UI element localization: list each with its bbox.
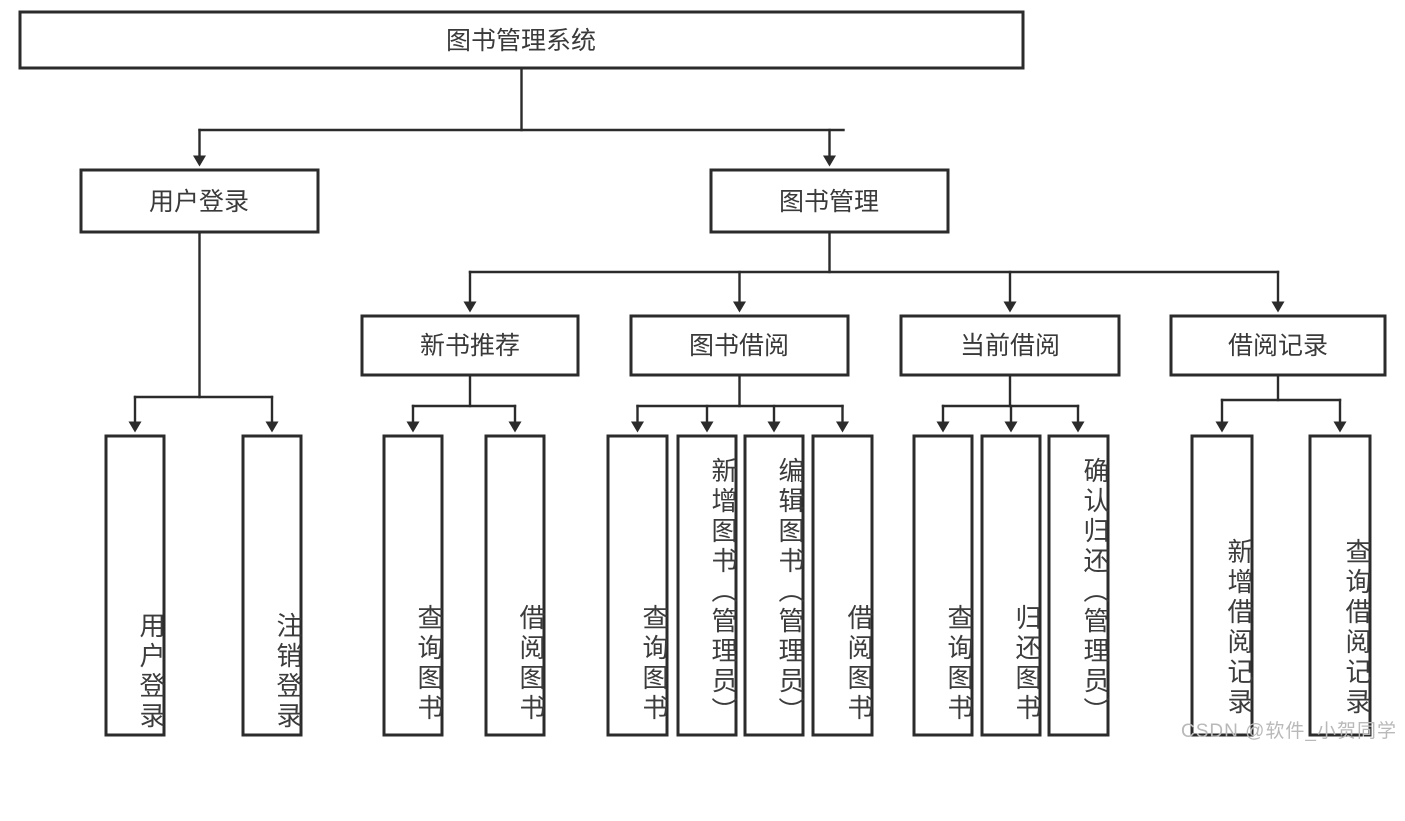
leaf-box-logout[interactable]	[241, 434, 303, 737]
node-user-login-box[interactable]	[79, 168, 320, 234]
leaf-boxes	[104, 434, 1372, 737]
edge-group-recommend-to-leaves	[406, 373, 522, 433]
leaf-box-query-borrow-record[interactable]	[1308, 434, 1372, 737]
leaf-box-borrow-book-recommend[interactable]	[484, 434, 546, 737]
node-current-borrow-label: 当前借阅	[960, 332, 1060, 360]
node-new-book-recommend[interactable]: 新书推荐	[360, 314, 580, 377]
edge-group-bookborrow-to-leaves	[631, 373, 849, 433]
node-root-label: 图书管理系统	[446, 27, 596, 55]
csdn-watermark: CSDN @软件_小贺同学	[1181, 721, 1397, 742]
flowchart-canvas: 图书管理系统 用户登录 图书管理 新书推荐 图书借阅 当前借阅 借阅记录	[18, 10, 1397, 742]
node-book-management-label: 图书管理	[779, 188, 879, 216]
node-book-management-box[interactable]	[709, 168, 950, 234]
node-root-box[interactable]	[18, 10, 1025, 70]
edge-group-currentborrow-to-leaves	[936, 373, 1085, 433]
node-new-book-recommend-label: 新书推荐	[420, 332, 520, 360]
node-new-book-recommend-box[interactable]	[360, 314, 580, 377]
node-root[interactable]: 图书管理系统	[18, 10, 1025, 70]
node-current-borrow[interactable]: 当前借阅	[899, 314, 1121, 377]
leaf-box-query-book-current[interactable]	[912, 434, 974, 737]
leaf-box-query-book-borrow[interactable]	[606, 434, 669, 737]
node-book-borrow-box[interactable]	[629, 314, 850, 377]
node-borrow-records-label: 借阅记录	[1228, 332, 1328, 360]
node-user-login[interactable]: 用户登录	[79, 168, 320, 234]
edge-group-bookmgmt-to-level3	[463, 230, 1285, 313]
edge-group-root-to-level2	[193, 66, 845, 167]
leaf-box-user-login[interactable]	[104, 434, 166, 737]
leaf-box-add-book-admin[interactable]	[676, 434, 738, 737]
node-user-login-label: 用户登录	[149, 188, 249, 216]
node-current-borrow-box[interactable]	[899, 314, 1121, 377]
hierarchy-diagram: 图书管理系统 用户登录 图书管理 新书推荐 图书借阅 当前借阅 借阅记录	[18, 10, 1387, 737]
node-borrow-records[interactable]: 借阅记录	[1169, 314, 1387, 377]
leaf-box-borrow-book[interactable]	[811, 434, 874, 737]
node-borrow-records-box[interactable]	[1169, 314, 1387, 377]
leaf-box-confirm-return-admin[interactable]	[1047, 434, 1110, 737]
edge-group-userlogin-to-leaves	[128, 230, 279, 433]
leaf-box-add-borrow-record[interactable]	[1190, 434, 1254, 737]
leaf-box-query-book-recommend[interactable]	[382, 434, 444, 737]
node-book-management[interactable]: 图书管理	[709, 168, 950, 234]
node-book-borrow-label: 图书借阅	[689, 332, 789, 360]
edge-group-borrowrecords-to-leaves	[1215, 373, 1347, 433]
leaf-box-return-book[interactable]	[980, 434, 1042, 737]
leaf-box-edit-book-admin[interactable]	[743, 434, 805, 737]
node-book-borrow[interactable]: 图书借阅	[629, 314, 850, 377]
